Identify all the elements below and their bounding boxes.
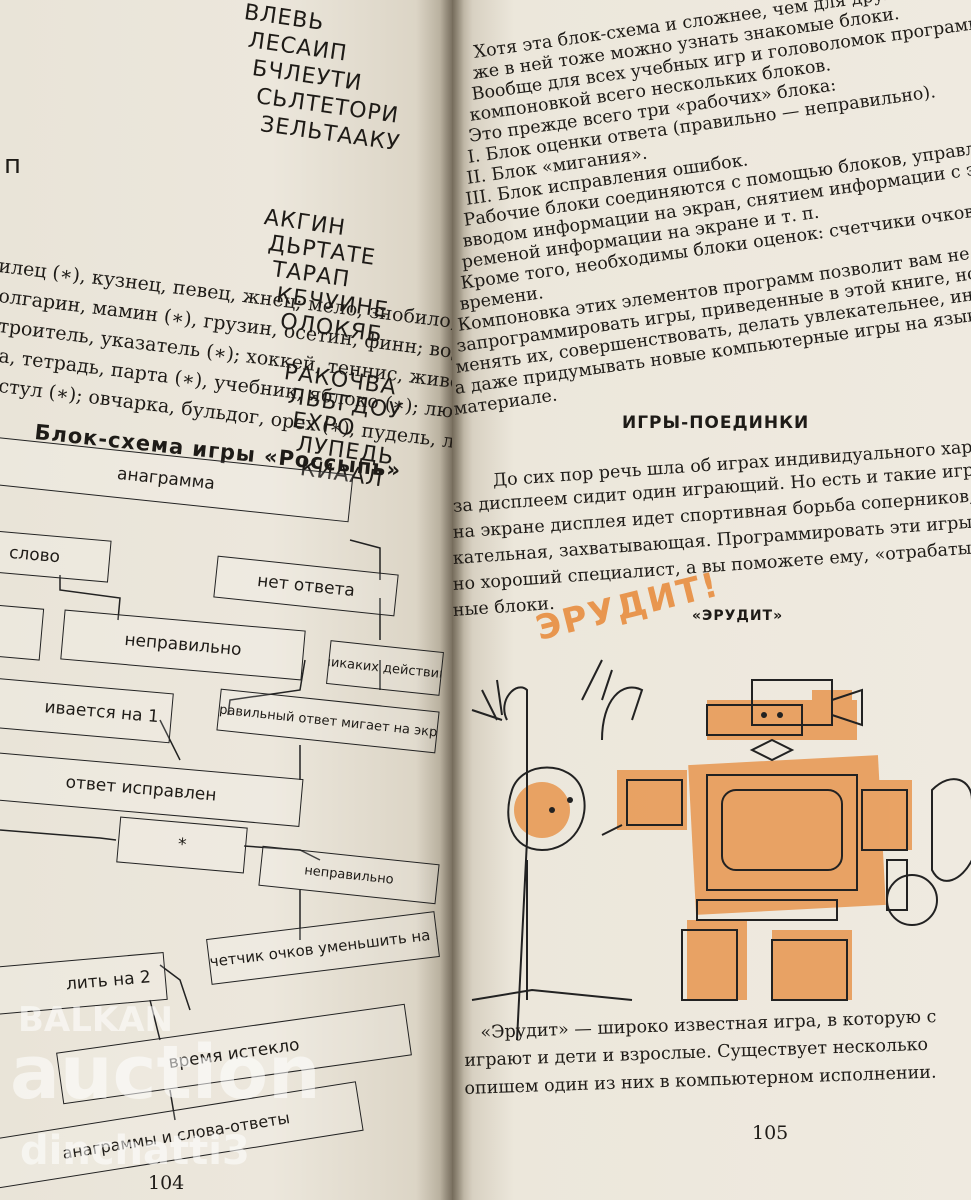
page-number-left: 104 xyxy=(148,1172,185,1194)
watermark-seller: dinchatti3 xyxy=(20,1128,250,1174)
flowchart-connectors xyxy=(0,539,381,1121)
watermark-balkan: BALKAN xyxy=(18,1000,174,1040)
erudit-illustration: ЭРУДИТ! xyxy=(452,0,971,1200)
right-page: Хотя эта блок-схема и сложнее, чем для д… xyxy=(452,0,971,1200)
illustration-caption: «ЭРУДИТ» xyxy=(692,608,784,624)
watermark-auction: auction xyxy=(10,1030,321,1116)
flow-box-stub xyxy=(0,603,45,661)
header-fragment: п xyxy=(4,150,22,180)
illustration-drawing xyxy=(471,659,971,1041)
book-gutter xyxy=(440,0,464,1200)
section-heading: ИГРЫ-ПОЕДИНКИ xyxy=(622,413,810,433)
page-number-right: 105 xyxy=(752,1122,789,1144)
